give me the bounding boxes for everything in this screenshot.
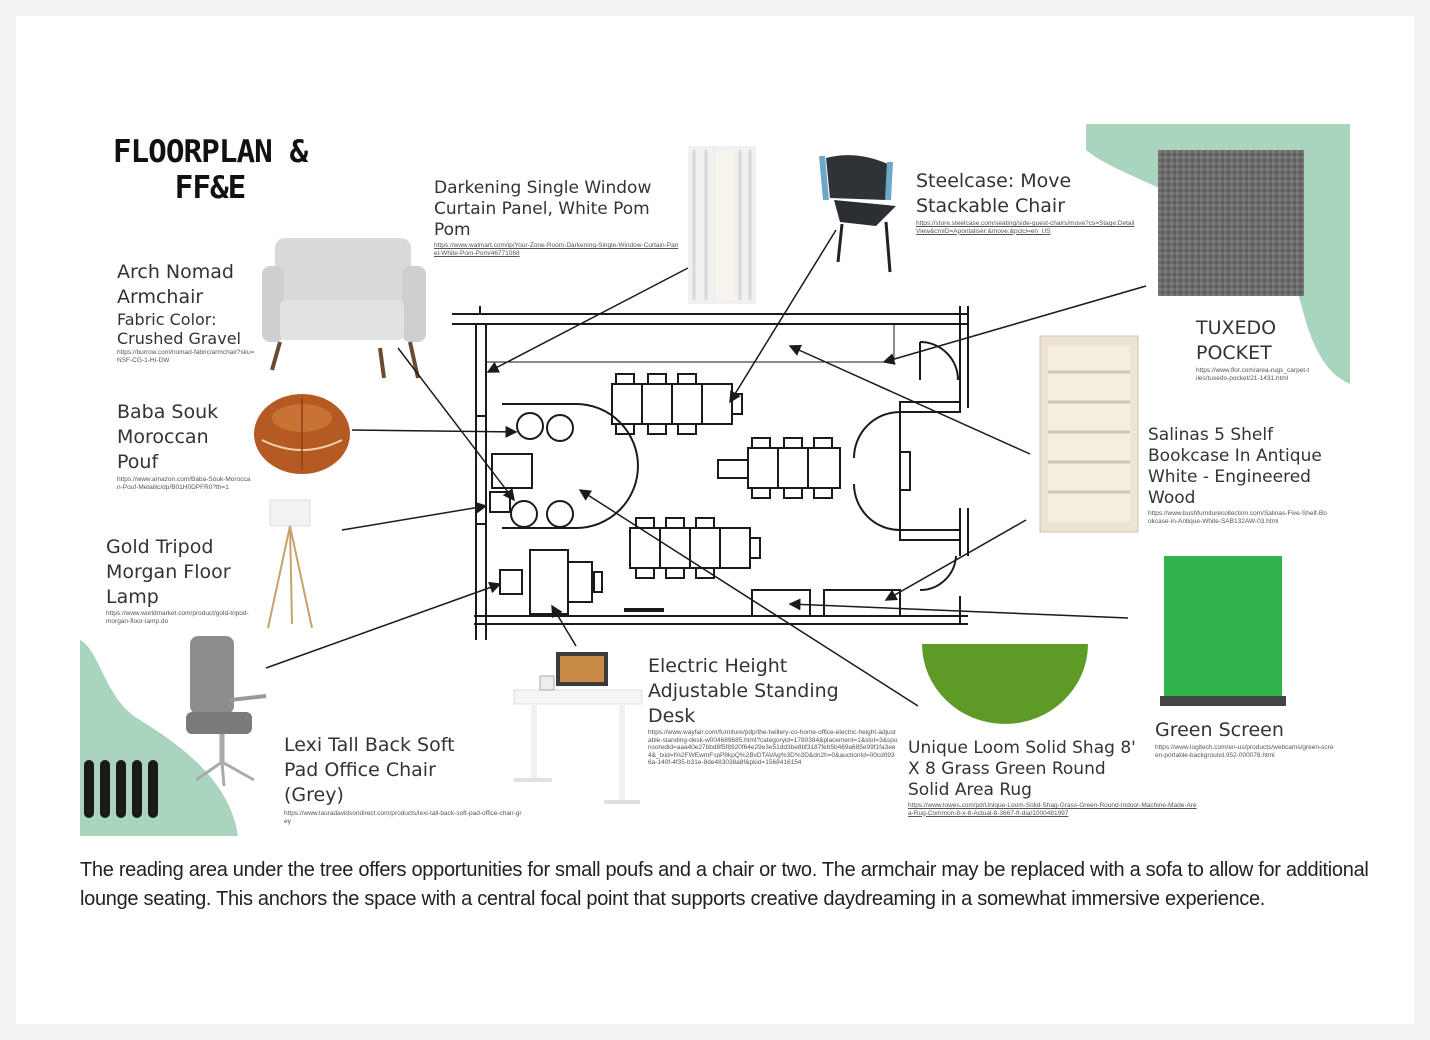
rug-image [922,644,1088,724]
stackable-chair-link[interactable]: https://store.steelcase.com/seating/side… [916,220,1135,235]
pouf-link[interactable]: https://www.amazon.com/Baba-Souk-Morocca… [117,476,251,491]
bookcase-image [1039,335,1139,533]
office-chair-link[interactable]: https://www.lauradavidsondirect.com/prod… [284,810,522,825]
title-line-2: FF&E [174,170,247,206]
office-chair-image [186,636,267,787]
carpet-swatch-image [1158,150,1304,296]
standing-desk-image [513,652,643,804]
carpet-link[interactable]: https://www.flor.com/area-rugs_carpet-ti… [1196,367,1310,382]
bookcase-label: Salinas 5 Shelf Bookcase In Antique Whit… [1148,425,1322,508]
stackable-chair-image [819,155,896,273]
desk-label: Electric Height Adjustable Standing Desk [648,655,839,727]
stackable-chair-label: Steelcase: Move Stackable Chair [916,170,1072,217]
rug-link[interactable]: https://www.lowes.com/pd/Unique-Loom-Sol… [908,802,1197,817]
caption: The reading area under the tree offers o… [80,859,1369,910]
lamp-link[interactable]: https://www.worldmarket.com/product/gold… [106,610,249,625]
curtain-link[interactable]: https://www.walmart.com/ip/Your-Zone-Roo… [434,242,679,257]
pouf-label: Baba Souk Moroccan Pouf [117,401,219,473]
curtain-image [688,146,756,304]
pouf-image [254,394,350,474]
armchair-label: Arch Nomad Armchair [117,261,234,308]
green-screen-image [1160,556,1286,706]
lamp-image [267,499,313,629]
green-screen-label: Green Screen [1155,719,1284,741]
bookcase-link[interactable]: https://www.bushfurniturecollection.com/… [1148,510,1327,525]
armchair-image [262,238,426,379]
armchair-link[interactable]: https://burrow.com/nomad-fabric/armchair… [117,349,255,364]
carpet-label: TUXEDO POCKET [1196,317,1277,364]
office-chair-label: Lexi Tall Back Soft Pad Office Chair (Gr… [284,734,455,806]
green-screen-link[interactable]: https://www.logitech.com/en-us/products/… [1155,744,1334,759]
title-line-1: FLOORPLAN & [112,134,308,170]
curtain-label: Darkening Single Window Curtain Panel, W… [434,178,652,240]
armchair-detail: Fabric Color: Crushed Gravel [117,310,241,348]
page-title: FLOORPLAN & FF&E [100,134,320,206]
black-stripes-decor [84,760,158,818]
rug-label: Unique Loom Solid Shag 8' X 8 Grass Gree… [908,738,1136,800]
lamp-label: Gold Tripod Morgan Floor Lamp [106,536,231,608]
desk-link[interactable]: https://www.wayfair.com/furniture/pdp/th… [648,729,898,766]
